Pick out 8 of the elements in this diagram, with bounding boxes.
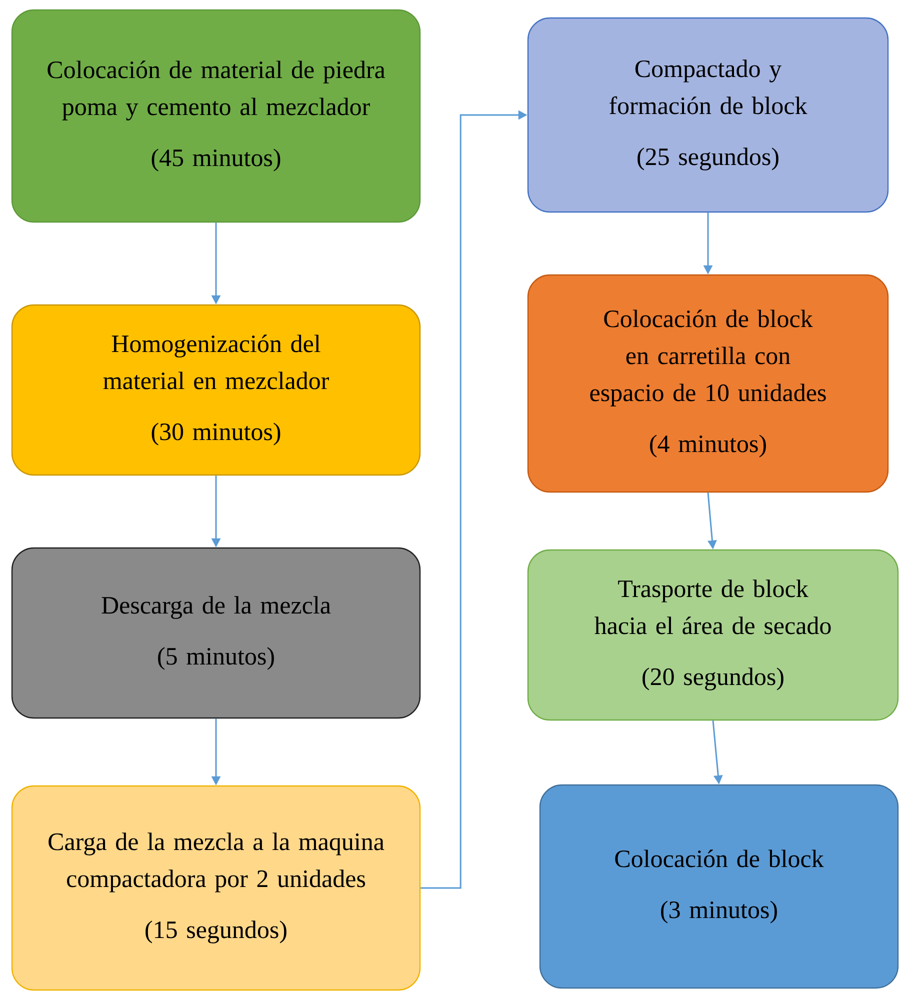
process-box: Compactado y formación de block (25 segundos) xyxy=(527,17,889,213)
process-box: Colocación de block en carretilla con espacio de 10 unidades (4 minutos) xyxy=(527,274,889,493)
process-box: Homogenización del material en mezclador (30 minutos) xyxy=(11,304,421,476)
process-box: Descarga de la mezcla (5 minutos) xyxy=(11,547,421,719)
process-box: Carga de la mezcla a la maquina compactadora por 2 unidades (15 segundos) xyxy=(11,785,421,991)
process-box: Trasporte de block hacia el área de secado (20 segundos) xyxy=(527,549,899,721)
process-box: Colocación de material de piedra poma y cemento al mezclador (45 minutos) xyxy=(11,9,421,223)
process-box: Colocación de block (3 minutos) xyxy=(539,784,899,989)
